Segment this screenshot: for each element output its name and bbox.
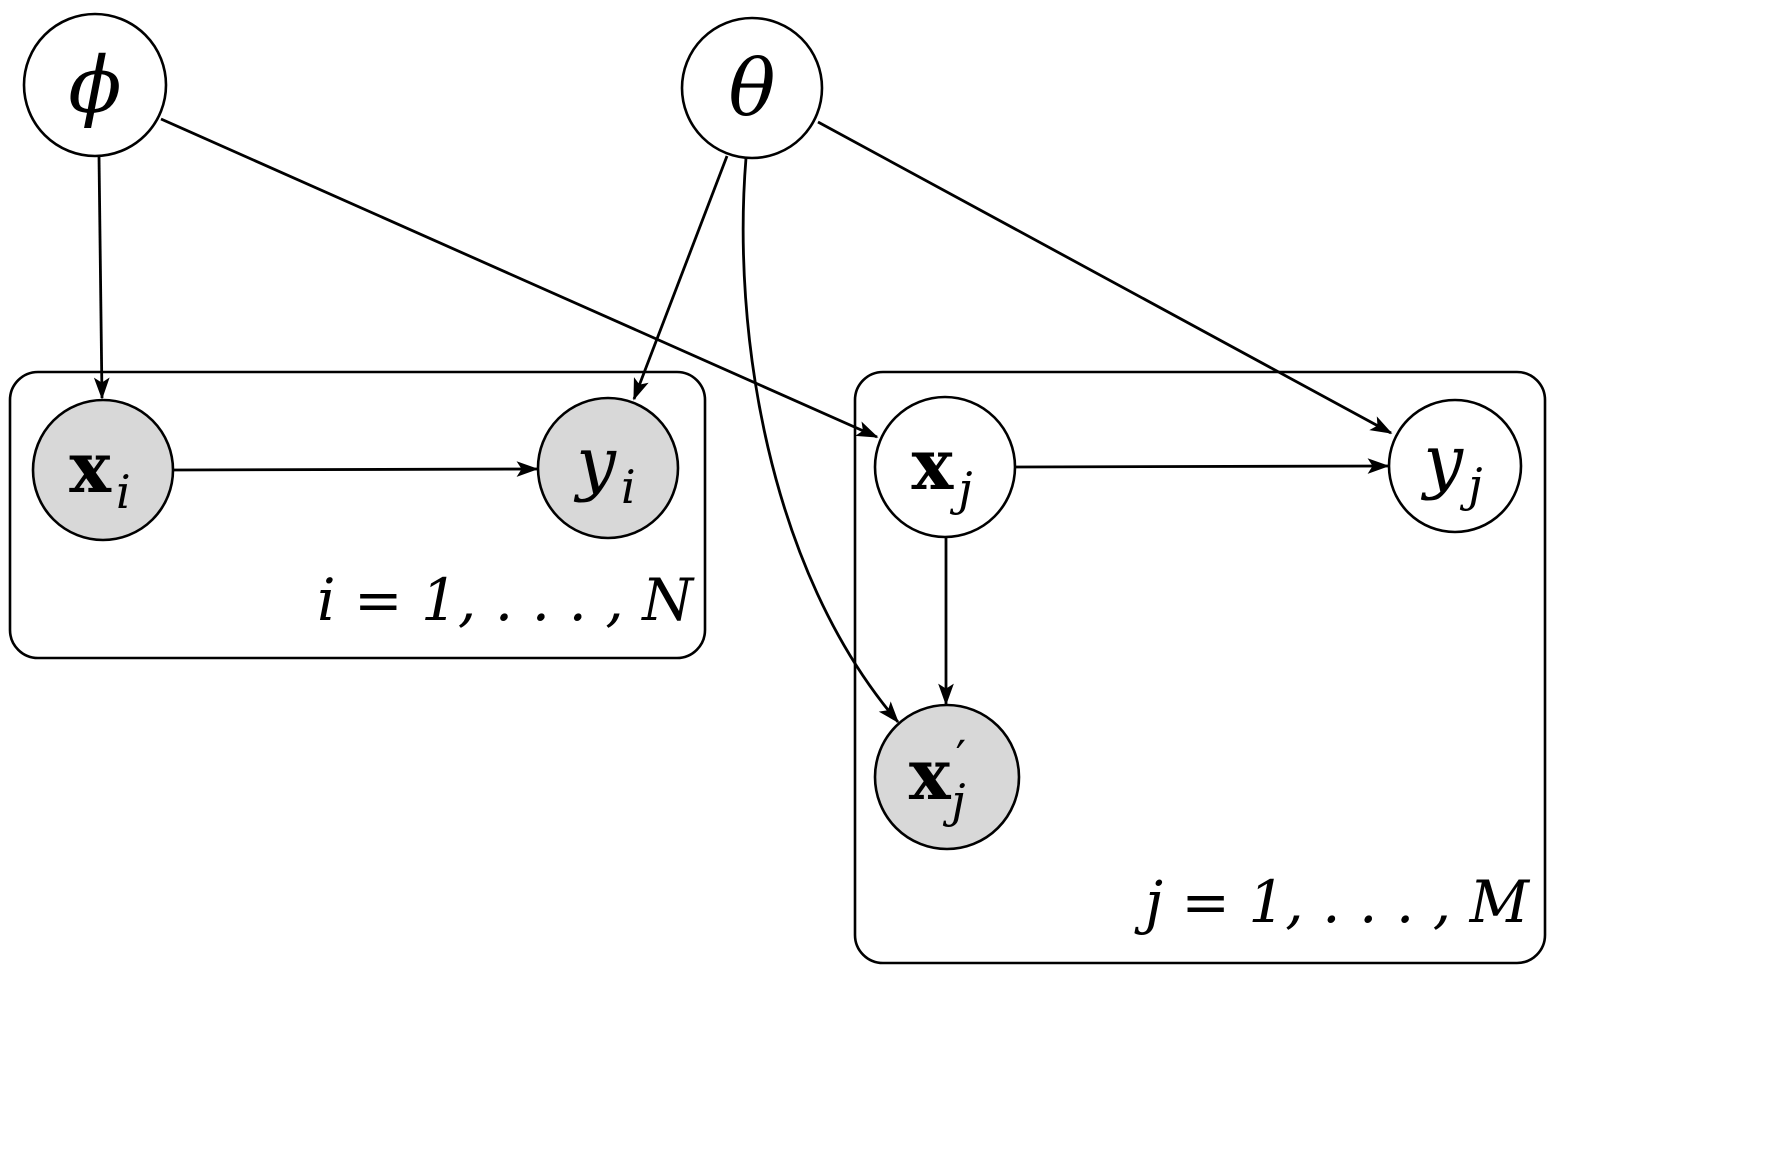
node-x-prime-j-circle	[873, 703, 1021, 851]
node-phi: ϕ	[22, 12, 168, 158]
node-x-i-circle	[31, 398, 175, 542]
edge-xi-to-yi	[172, 461, 539, 477]
edge-xj-to-yj	[1014, 458, 1390, 474]
node-y-i: y i	[536, 396, 680, 540]
edge-phi-to-xi	[93, 155, 110, 400]
node-phi-circle	[22, 12, 168, 158]
node-theta-circle	[680, 16, 824, 160]
node-phi-label: ϕ	[68, 41, 121, 131]
edge-theta-to-yj	[817, 120, 1393, 435]
node-theta-label: θ	[729, 44, 776, 134]
node-y-j-label: y j	[1421, 420, 1483, 512]
node-y-j: y j	[1387, 398, 1523, 534]
node-x-j-circle	[873, 395, 1017, 539]
node-y-i-label: y i	[573, 422, 635, 514]
node-x-prime-j: x ′ j	[873, 703, 1021, 851]
plate-j	[853, 370, 1547, 965]
node-x-i: x i	[31, 398, 175, 542]
node-y-j-circle	[1387, 398, 1523, 534]
plate-i-label: i = 1, . . . , N	[317, 566, 695, 634]
node-y-i-circle	[536, 396, 680, 540]
node-x-j: x j	[873, 395, 1017, 539]
node-x-i-label: x i	[69, 426, 131, 519]
node-x-prime-j-label: x ′ j	[909, 730, 971, 828]
edge-theta-to-xprimej	[741, 157, 900, 724]
node-theta: θ	[680, 16, 824, 160]
plate-j-label: j = 1, . . . , M	[1134, 868, 1531, 936]
plate-i	[8, 370, 707, 660]
edge-phi-to-xj	[160, 117, 879, 439]
edge-theta-to-yi	[632, 155, 729, 401]
